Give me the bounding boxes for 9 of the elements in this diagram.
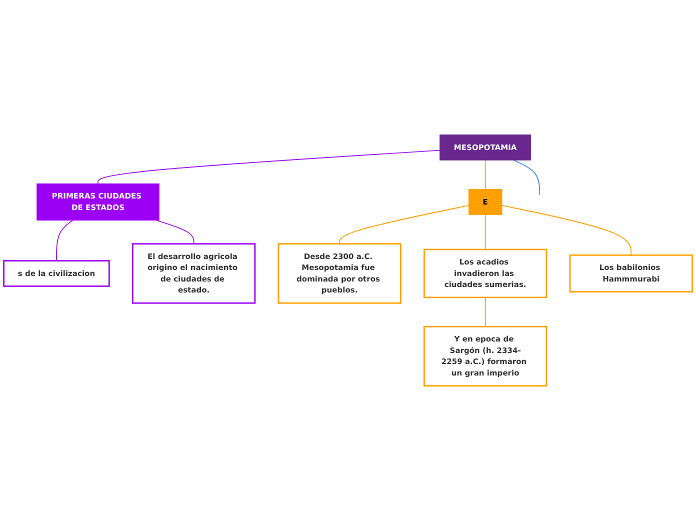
connector [156,220,194,244]
connector [484,214,486,250]
connector [98,150,440,184]
connector [339,204,470,244]
connector [484,159,486,190]
connector [484,296,486,327]
connector [513,159,540,196]
connector [56,220,74,261]
connector [502,204,632,256]
